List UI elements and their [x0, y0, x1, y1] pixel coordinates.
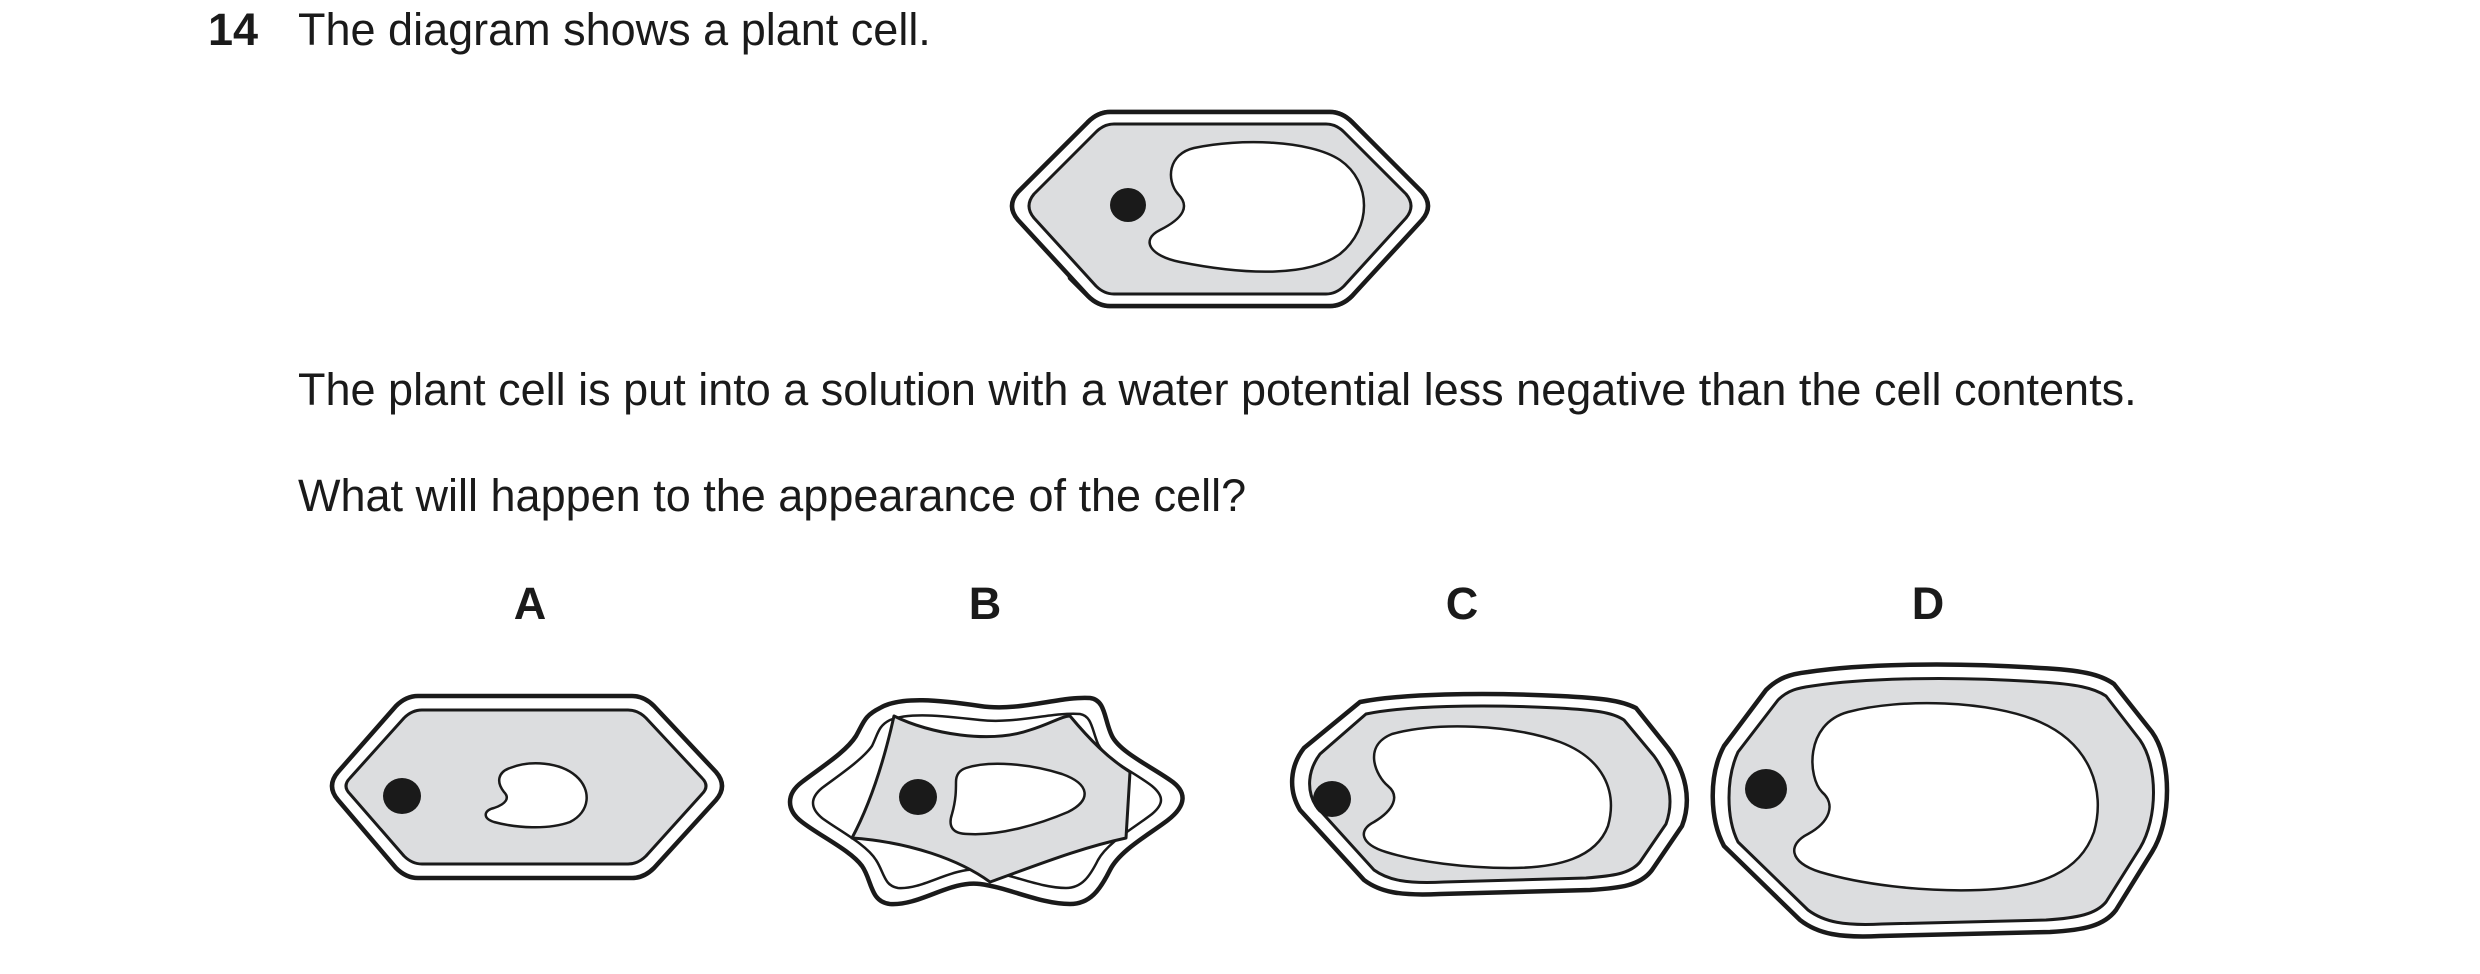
option-c-label[interactable]: C	[1445, 578, 1479, 629]
option-b-cell[interactable]	[787, 695, 1185, 907]
nucleus	[899, 779, 937, 815]
vacuole	[1362, 725, 1613, 870]
vacuole	[949, 762, 1086, 836]
option-b-label[interactable]: B	[968, 578, 1002, 629]
vacuole	[1793, 701, 2100, 892]
option-c-cell[interactable]	[1289, 691, 1690, 897]
original-plant-cell	[1009, 109, 1431, 309]
option-a-cell[interactable]	[329, 693, 725, 881]
question-context: The plant cell is put into a solution wi…	[298, 364, 2137, 415]
option-a-label[interactable]: A	[513, 578, 547, 629]
option-d-cell[interactable]	[1710, 662, 2170, 939]
question-number: 14	[208, 4, 259, 55]
nucleus	[1110, 188, 1146, 222]
vacuole	[1148, 140, 1366, 273]
vacuole	[484, 762, 588, 829]
nucleus	[1313, 781, 1351, 817]
option-d-label[interactable]: D	[1911, 578, 1945, 629]
nucleus	[383, 778, 421, 814]
nucleus	[1745, 769, 1787, 809]
question-prompt: What will happen to the appearance of th…	[298, 470, 1247, 521]
question-stem: The diagram shows a plant cell.	[298, 4, 931, 55]
